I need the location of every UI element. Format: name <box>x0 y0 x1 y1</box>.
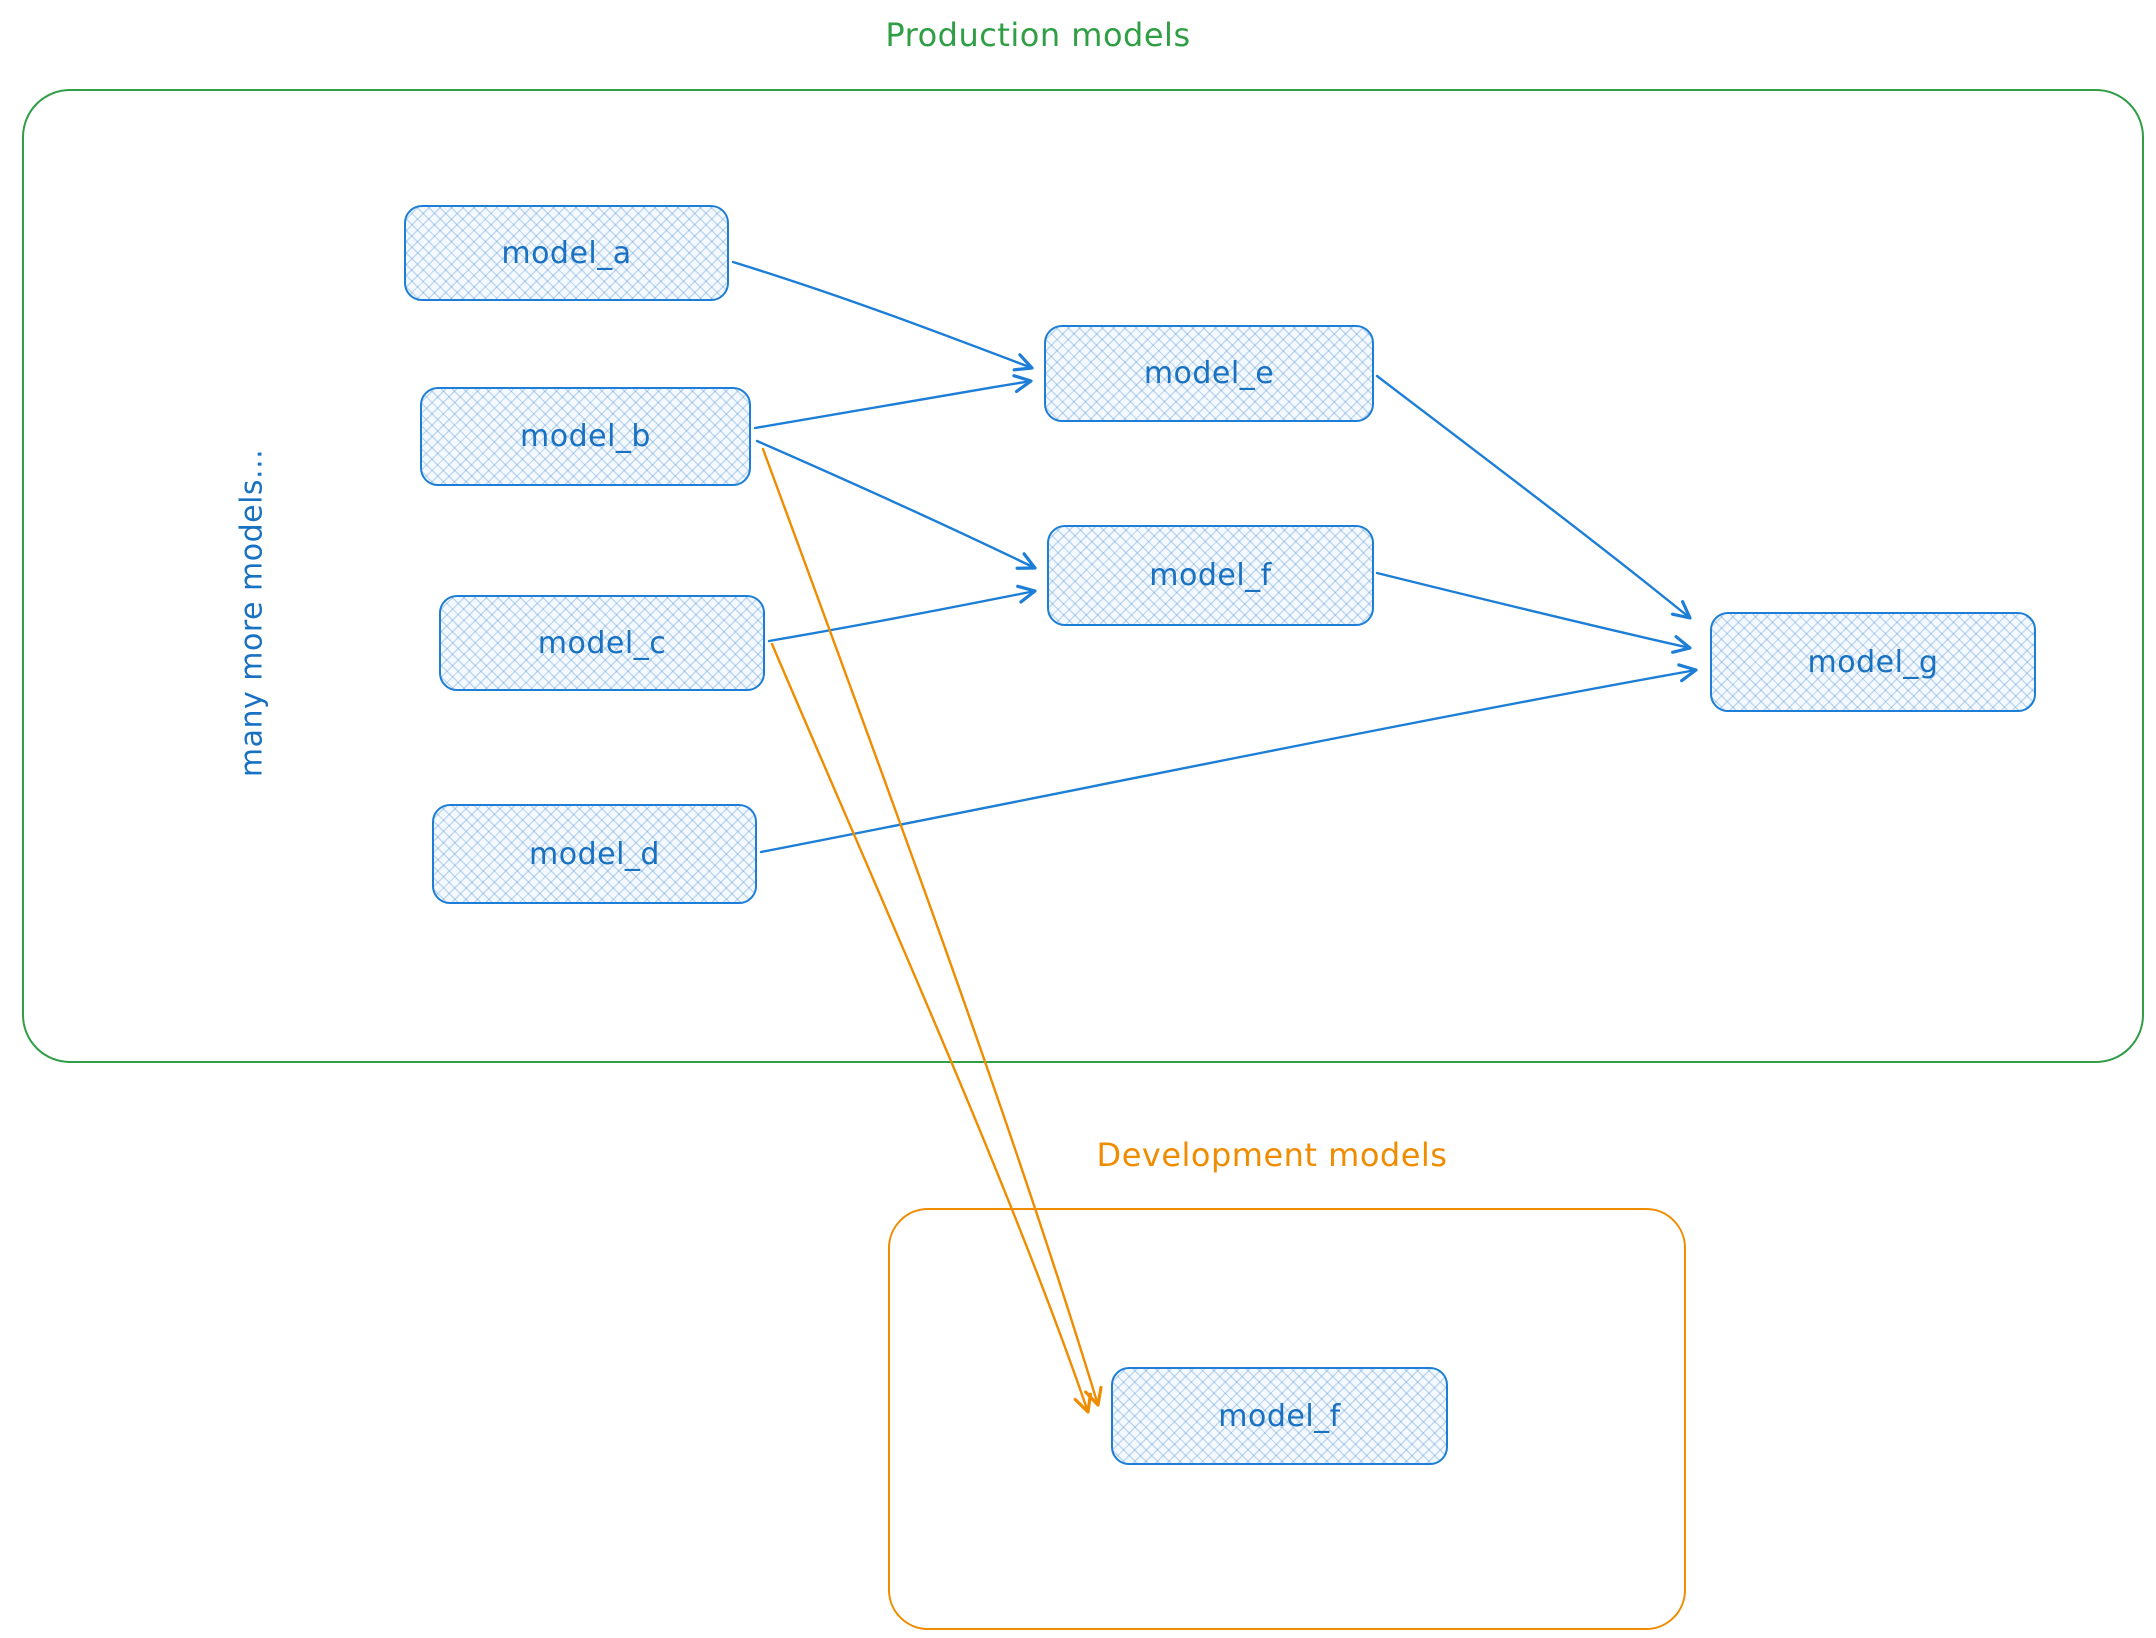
node-dev-model-f: model_f <box>1111 1367 1448 1465</box>
development-group-title: Development models <box>1096 1136 1448 1174</box>
node-model-a: model_a <box>404 205 729 301</box>
production-group-title: Production models <box>885 16 1191 54</box>
development-group-container <box>888 1208 1686 1630</box>
node-model-b: model_b <box>420 387 751 486</box>
node-model-g: model_g <box>1710 612 2036 712</box>
node-model-c: model_c <box>439 595 765 691</box>
node-model-e: model_e <box>1044 325 1374 422</box>
node-model-d: model_d <box>432 804 757 904</box>
many-more-models-note: many more models... <box>234 448 270 778</box>
node-model-f: model_f <box>1047 525 1374 626</box>
